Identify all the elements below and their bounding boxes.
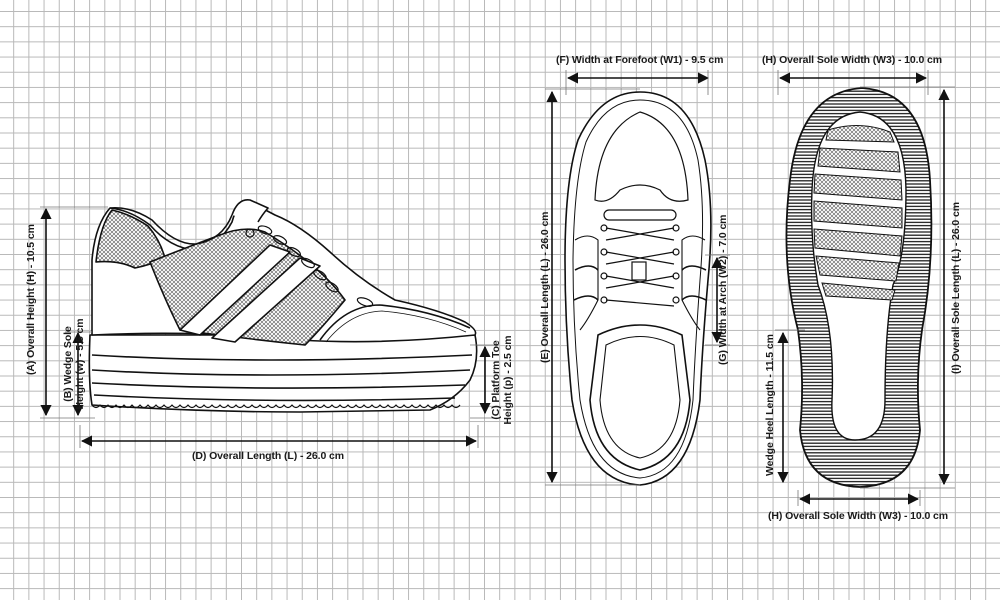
label-width-forefoot: (F) Width at Forefoot (W1) - 9.5 cm	[556, 54, 724, 66]
top-view-dimension-lines	[545, 70, 730, 486]
label-platform-toe-height: (C) Platform Toe Height (p) - 2.5 cm	[490, 330, 514, 430]
label-width-arch: (G) Width at Arch (W2) - 7.0 cm	[717, 214, 729, 365]
label-sole-length: (I) Overall Sole Length (L) - 26.0 cm	[950, 202, 962, 374]
label-wedge-sole-line2: Height (w) - 5.5 cm	[74, 318, 86, 410]
top-view-shoe	[564, 91, 712, 486]
label-top-overall-length: (E) Overall Length (L) - 26.0 cm	[539, 211, 551, 363]
label-platform-toe-line1: (C) Platform Toe	[490, 340, 502, 420]
label-side-overall-length: (D) Overall Length (L) - 26.0 cm	[192, 450, 344, 462]
label-overall-height: (A) Overall Height (H) - 10.5 cm	[25, 224, 37, 375]
label-platform-toe-line2: Height (p) - 2.5 cm	[502, 335, 514, 425]
label-sole-width-bottom: (H) Overall Sole Width (W3) - 10.0 cm	[768, 510, 948, 522]
sole-view-shoe	[785, 87, 933, 488]
side-view-dimension-lines	[40, 206, 495, 448]
label-wedge-sole-line1: (B) Wedge Sole	[62, 326, 74, 402]
label-wedge-heel-length: Wedge Heel Length - 11.5 cm	[764, 334, 776, 476]
side-view-shoe	[88, 198, 478, 413]
label-wedge-sole-height: (B) Wedge Sole Height (w) - 5.5 cm	[62, 314, 86, 414]
label-sole-width-top: (H) Overall Sole Width (W3) - 10.0 cm	[762, 54, 942, 66]
sole-view-dimension-lines	[775, 70, 955, 506]
